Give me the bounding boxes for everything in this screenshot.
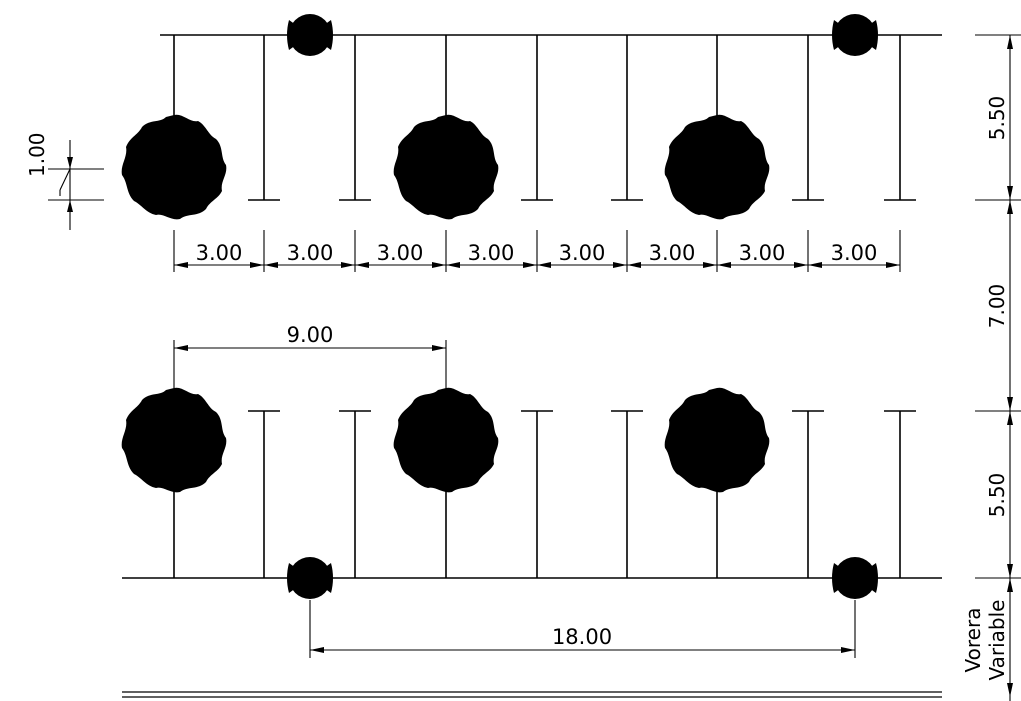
span-dimension-label: 9.00 xyxy=(287,323,334,347)
span-dimension: 9.00 xyxy=(173,323,447,390)
tree-symbol-icon xyxy=(110,105,240,225)
street-lamp-icon xyxy=(832,557,878,599)
lamp-spacing-dimension: 18.00 xyxy=(309,600,856,658)
lower-stall-lines xyxy=(158,410,916,578)
right-dimension-label: 7.00 xyxy=(985,284,1009,329)
stall-width-dimensions: 3.00 3.00 3.00 3.00 3.00 3.00 3.00 3.00 xyxy=(173,230,901,272)
tree-symbol-icon xyxy=(382,378,512,498)
lower-parking-row xyxy=(122,410,942,579)
upper-stall-lines xyxy=(158,35,916,201)
street-lamp-icon xyxy=(832,14,878,56)
tree-symbol-icon xyxy=(382,105,512,225)
stall-width-label: 3.00 xyxy=(287,241,334,265)
stall-width-label: 3.00 xyxy=(831,241,878,265)
street-lamp-icon xyxy=(287,557,333,599)
tree-symbol-icon xyxy=(110,378,240,498)
stall-width-label: 3.00 xyxy=(377,241,424,265)
left-dimension: 1.00 xyxy=(25,132,104,230)
tree-symbol-icon xyxy=(653,105,783,225)
street-lamp-icon xyxy=(287,14,333,56)
upper-parking-row xyxy=(158,34,942,201)
stall-width-label: 3.00 xyxy=(649,241,696,265)
stall-width-label: 3.00 xyxy=(196,241,243,265)
stall-width-label: 3.00 xyxy=(739,241,786,265)
sidewalk-edge xyxy=(122,691,942,698)
right-dimension-label: 5.50 xyxy=(985,96,1009,141)
stall-width-label: 3.00 xyxy=(559,241,606,265)
right-dimensions: 5.50 7.00 5.50 Vorera Variable xyxy=(961,34,1021,701)
right-dimension-label: 5.50 xyxy=(985,473,1009,518)
left-dimension-label: 1.00 xyxy=(25,132,49,177)
stall-width-label: 3.00 xyxy=(468,241,515,265)
sidewalk-label-line1: Vorera xyxy=(961,608,985,673)
lamp-spacing-label: 18.00 xyxy=(552,625,612,649)
sidewalk-label-line2: Variable xyxy=(985,600,1009,681)
tree-symbol-icon xyxy=(653,378,783,498)
